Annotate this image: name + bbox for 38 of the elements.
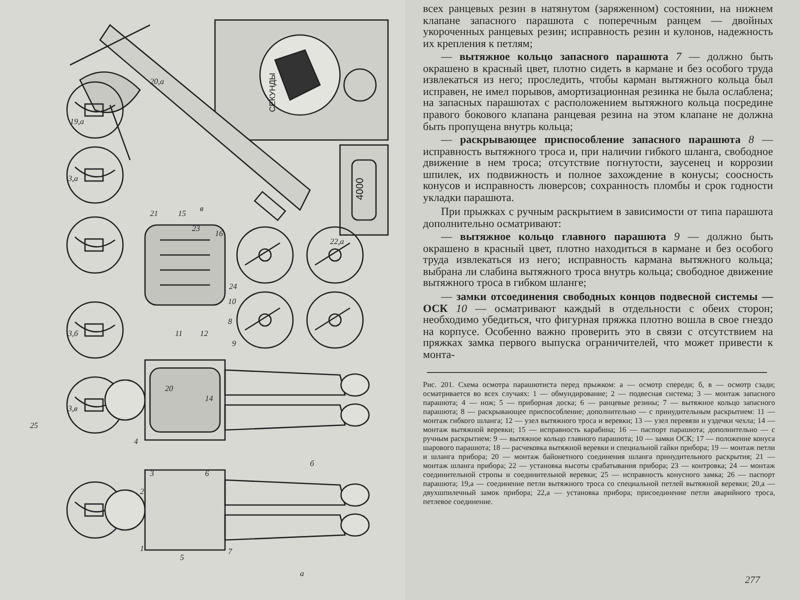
body-paragraph: — замки отсоединения свободных концов подвесной системы — ОСК 10 — осматривают каждый в отдельности с обеих сторон; необходимо убедиться, что фигурная пряжка плотно вошла в свое гнездо на корпусе. Особенно важно проверить это в связи с отсутствием на пряжках замка первого выпуска ограничителей, что может привести к монта-	[423, 292, 773, 362]
callout-number: 7	[228, 548, 232, 556]
callout-number: в	[200, 205, 204, 213]
callout-number: 21	[150, 210, 158, 218]
body-paragraph: всех ранцевых резин в натянутом (заряженном) состоянии, на нижнем клапане запасного парашюта с поперечным ранцем — двойных укороченных ранцевых резин; исправность резин и кулонов, надежность их крепления к петлям;	[423, 4, 773, 50]
dial-label: СЕКУНДЫ	[268, 72, 277, 112]
callout-number: 3,в	[68, 405, 78, 413]
callout-number: 5	[180, 554, 184, 562]
callout-number: 4	[134, 438, 138, 446]
callout-number: 15	[178, 210, 186, 218]
altimeter-reading: 4000	[355, 178, 366, 200]
callout-number: 20	[165, 385, 173, 393]
callout-number: 24	[229, 283, 237, 291]
callout-number: 3,а	[68, 175, 78, 183]
callout-number: 12	[200, 330, 208, 338]
callout-number: 23	[192, 225, 200, 233]
callout-number: 9	[232, 340, 236, 348]
callout-number: 1	[140, 545, 144, 553]
body-paragraph: — вытяжное кольцо запасного парашюта 7 — должно быть окрашено в красный цвет, плотно сидеть в кармане и без особого труда извлекаться из него; проследить, чтобы карман вытяжного кольца был исправен, не имел порывов, амортизационная резинка не была ослаблена; на запасных парашютах с расположением вытяжного кольца посредине правого бокового клапана ранцевая резина на этом клапане не должна быть пропущена внутрь кольца;	[423, 52, 773, 134]
callout-number: 10	[228, 298, 236, 306]
callout-number: 8	[228, 318, 232, 326]
callout-number: 22,а	[330, 238, 344, 246]
callout-number: 6	[205, 470, 209, 478]
body-paragraph: — раскрывающее приспособление запасного парашюта 8 — исправность вытяжного троса и, при наличии гибкого шланга, свободное движение в нем троса; отсутствие погнутости, заусенец и коррозии шпилек, их подвижность и полное захождение в конусы; соосность конусов и исправность люверсов; сохранность пломбы и срок годности укладки парашюта.	[423, 135, 773, 205]
callout-number: б	[310, 460, 314, 468]
callout-number: 19,а	[70, 118, 84, 126]
callout-number: 3,б	[68, 330, 78, 338]
callout-number: 20,а	[150, 78, 164, 86]
callout-number: 2	[140, 488, 144, 496]
callout-number: а	[300, 570, 304, 578]
body-paragraph: — вытяжное кольцо главного парашюта 9 — должно быть окрашено в красный цвет, плотно находиться в кармане и без особого труда извлекаться из него; исправность кармана вытяжного кольца; выбрана ли слабина вытяжного троса внутрь кольца; свободное движение вытяжного троса в гибком шланге;	[423, 232, 773, 290]
page-number: 277	[745, 575, 760, 586]
callout-number: 14	[205, 395, 213, 403]
callout-number: 25	[30, 422, 38, 430]
callout-number: 3	[150, 470, 154, 478]
callout-number: 16	[215, 230, 223, 238]
callout-number: 11	[175, 330, 182, 338]
body-paragraph: При прыжках с ручным раскрытием в зависимости от типа парашюта дополнительно осматривают:	[423, 207, 773, 230]
